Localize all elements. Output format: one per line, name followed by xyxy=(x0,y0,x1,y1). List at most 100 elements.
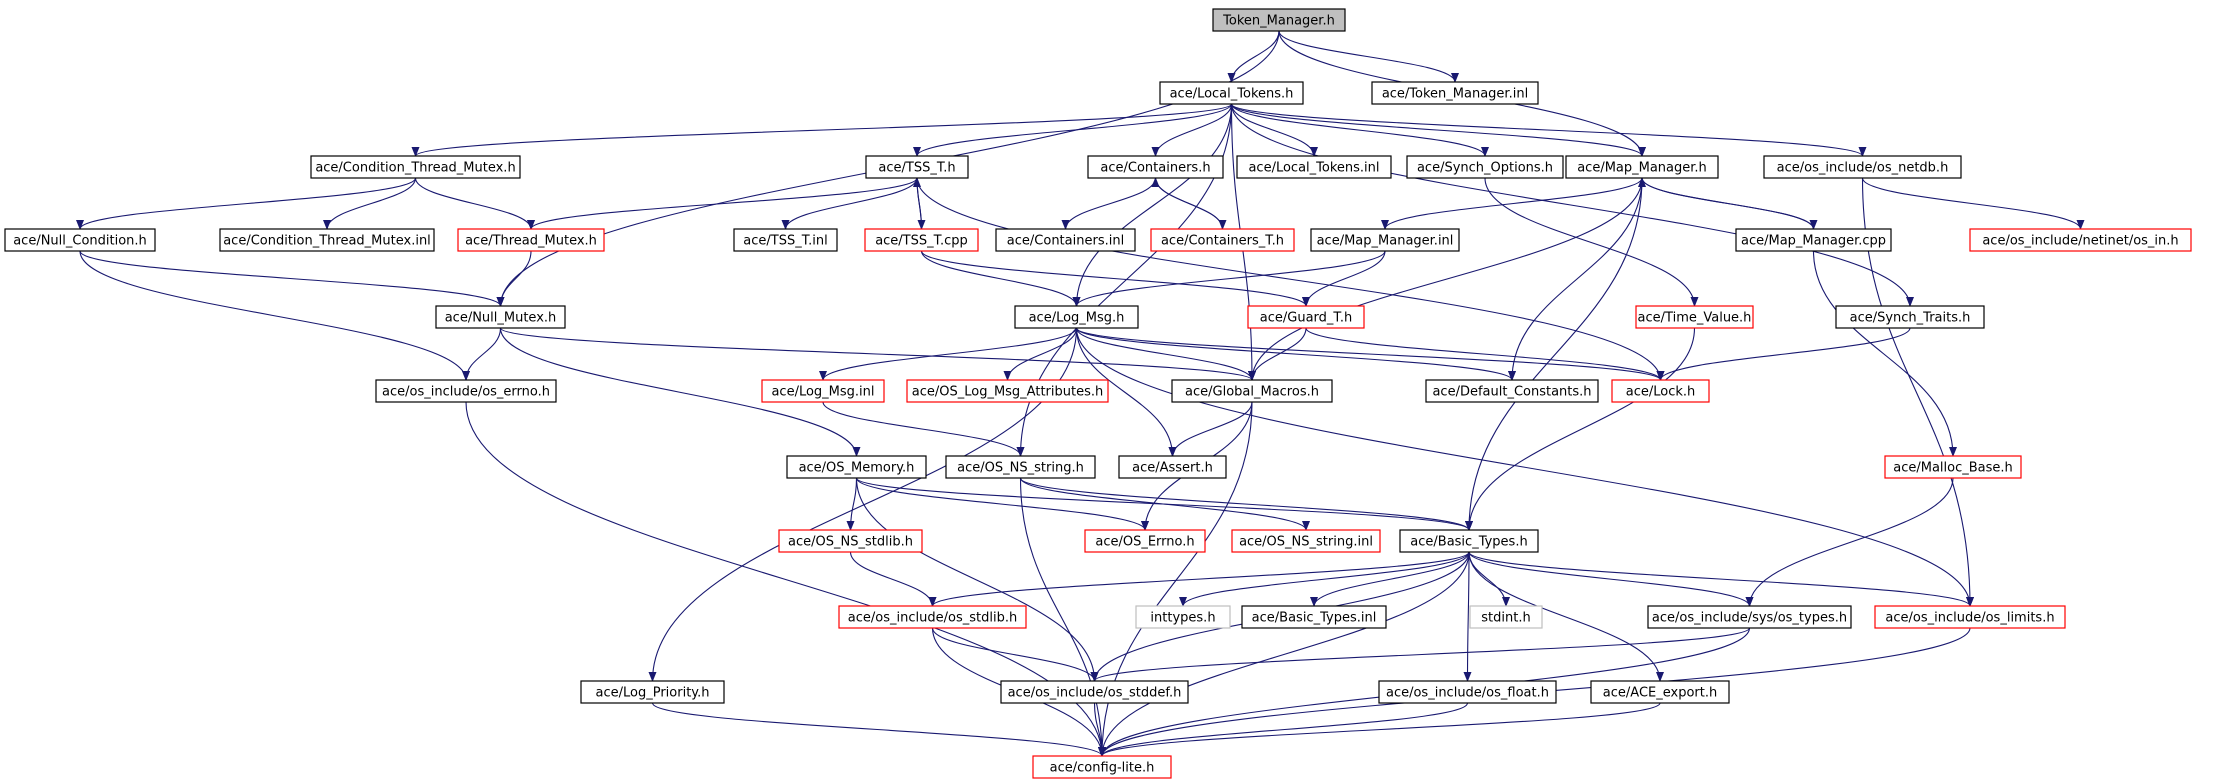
node-box[interactable] xyxy=(219,228,435,252)
node-box[interactable] xyxy=(1378,680,1557,704)
node-tss-t-inl[interactable]: ace/TSS_T.inl xyxy=(733,228,838,252)
node-os-ns-string-h[interactable]: ace/OS_NS_string.h xyxy=(945,455,1096,479)
node-local-tokens-inl[interactable]: ace/Local_Tokens.inl xyxy=(1236,155,1392,179)
node-stdint-h[interactable]: stdint.h xyxy=(1469,605,1543,629)
node-cond-thread-mutex-h[interactable]: ace/Condition_Thread_Mutex.h xyxy=(310,155,521,179)
node-malloc-base-h[interactable]: ace/Malloc_Base.h xyxy=(1884,455,2022,479)
node-box[interactable] xyxy=(1000,680,1189,704)
node-os-netdb-h[interactable]: ace/os_include/os_netdb.h xyxy=(1763,155,1962,179)
node-box[interactable] xyxy=(838,605,1027,629)
node-os-stdlib-h[interactable]: ace/os_include/os_stdlib.h xyxy=(838,605,1027,629)
node-thread-mutex-h[interactable]: ace/Thread_Mutex.h xyxy=(457,228,605,252)
node-box[interactable] xyxy=(1735,228,1892,252)
node-box[interactable] xyxy=(864,228,979,252)
node-box[interactable] xyxy=(1469,605,1543,629)
node-box[interactable] xyxy=(1406,155,1564,179)
node-box[interactable] xyxy=(1150,228,1295,252)
node-box[interactable] xyxy=(1635,305,1754,329)
node-null-mutex-h[interactable]: ace/Null_Mutex.h xyxy=(435,305,566,329)
node-box[interactable] xyxy=(1835,305,1985,329)
node-box[interactable] xyxy=(375,379,557,403)
node-netinet-in-h[interactable]: ace/os_include/netinet/os_in.h xyxy=(1969,228,2192,252)
node-map-manager-h[interactable]: ace/Map_Manager.h xyxy=(1565,155,1719,179)
node-guard-t-h[interactable]: ace/Guard_T.h xyxy=(1247,305,1365,329)
node-map-manager-inl[interactable]: ace/Map_Manager.inl xyxy=(1310,228,1460,252)
node-box[interactable] xyxy=(1135,605,1231,629)
node-log-msg-h[interactable]: ace/Log_Msg.h xyxy=(1014,305,1139,329)
node-os-errno-cap-h[interactable]: ace/OS_Errno.h xyxy=(1084,529,1206,553)
node-os-errno-h[interactable]: ace/os_include/os_errno.h xyxy=(375,379,557,403)
node-box[interactable] xyxy=(1310,228,1460,252)
node-synch-options-h[interactable]: ace/Synch_Options.h xyxy=(1406,155,1564,179)
node-box[interactable] xyxy=(786,455,927,479)
node-box[interactable] xyxy=(435,305,566,329)
node-token-manager-inl[interactable]: ace/Token_Manager.inl xyxy=(1371,81,1539,105)
node-os-limits-h[interactable]: ace/os_include/os_limits.h xyxy=(1874,605,2066,629)
node-ace-export-h[interactable]: ace/ACE_export.h xyxy=(1590,680,1730,704)
node-synch-traits-h[interactable]: ace/Synch_Traits.h xyxy=(1835,305,1985,329)
node-config-lite-h[interactable]: ace/config-lite.h xyxy=(1032,755,1172,779)
node-box[interactable] xyxy=(1171,379,1333,403)
node-os-ns-string-inl[interactable]: ace/OS_NS_string.inl xyxy=(1231,529,1381,553)
node-box[interactable] xyxy=(1611,379,1710,403)
node-box[interactable] xyxy=(1032,755,1172,779)
node-box[interactable] xyxy=(1884,455,2022,479)
node-containers-h[interactable]: ace/Containers.h xyxy=(1087,155,1224,179)
node-box[interactable] xyxy=(1236,155,1392,179)
node-os-stddef-h[interactable]: ace/os_include/os_stddef.h xyxy=(1000,680,1189,704)
node-tss-t-h[interactable]: ace/TSS_T.h xyxy=(865,155,969,179)
node-basic-types-h[interactable]: ace/Basic_Types.h xyxy=(1399,529,1539,553)
node-box[interactable] xyxy=(1371,81,1539,105)
node-global-macros-h[interactable]: ace/Global_Macros.h xyxy=(1171,379,1333,403)
node-box[interactable] xyxy=(4,228,156,252)
node-local-tokens-h[interactable]: ace/Local_Tokens.h xyxy=(1159,81,1304,105)
node-time-value-h[interactable]: ace/Time_Value.h xyxy=(1635,305,1754,329)
node-box[interactable] xyxy=(1247,305,1365,329)
node-box[interactable] xyxy=(995,228,1136,252)
node-box[interactable] xyxy=(457,228,605,252)
node-box[interactable] xyxy=(1590,680,1730,704)
node-inttypes-h[interactable]: inttypes.h xyxy=(1135,605,1231,629)
node-box[interactable] xyxy=(580,680,725,704)
node-box[interactable] xyxy=(733,228,838,252)
node-box[interactable] xyxy=(1874,605,2066,629)
node-box[interactable] xyxy=(310,155,521,179)
node-box[interactable] xyxy=(1241,605,1387,629)
node-box[interactable] xyxy=(1969,228,2192,252)
node-os-ns-stdlib-h[interactable]: ace/OS_NS_stdlib.h xyxy=(778,529,923,553)
node-box[interactable] xyxy=(1212,8,1346,32)
node-box[interactable] xyxy=(1231,529,1381,553)
node-box[interactable] xyxy=(1014,305,1139,329)
node-default-constants-h[interactable]: ace/Default_Constants.h xyxy=(1425,379,1599,403)
node-containers-inl[interactable]: ace/Containers.inl xyxy=(995,228,1136,252)
node-containers-t-h[interactable]: ace/Containers_T.h xyxy=(1150,228,1295,252)
node-log-msg-inl[interactable]: ace/Log_Msg.inl xyxy=(761,379,885,403)
node-token-manager-h[interactable]: Token_Manager.h xyxy=(1212,8,1346,32)
node-lock-h[interactable]: ace/Lock.h xyxy=(1611,379,1710,403)
node-box[interactable] xyxy=(1159,81,1304,105)
node-box[interactable] xyxy=(1565,155,1719,179)
node-assert-h[interactable]: ace/Assert.h xyxy=(1118,455,1227,479)
node-box[interactable] xyxy=(778,529,923,553)
node-box[interactable] xyxy=(865,155,969,179)
node-os-memory-h[interactable]: ace/OS_Memory.h xyxy=(786,455,927,479)
node-log-priority-h[interactable]: ace/Log_Priority.h xyxy=(580,680,725,704)
node-basic-types-inl[interactable]: ace/Basic_Types.inl xyxy=(1241,605,1387,629)
node-null-condition-h[interactable]: ace/Null_Condition.h xyxy=(4,228,156,252)
node-sys-os-types-h[interactable]: ace/os_include/sys/os_types.h xyxy=(1647,605,1852,629)
node-os-log-msg-attr-h[interactable]: ace/OS_Log_Msg_Attributes.h xyxy=(906,379,1109,403)
node-box[interactable] xyxy=(1084,529,1206,553)
node-box[interactable] xyxy=(1087,155,1224,179)
node-box[interactable] xyxy=(1399,529,1539,553)
node-box[interactable] xyxy=(1118,455,1227,479)
node-box[interactable] xyxy=(1763,155,1962,179)
node-box[interactable] xyxy=(945,455,1096,479)
node-tss-t-cpp[interactable]: ace/TSS_T.cpp xyxy=(864,228,979,252)
node-box[interactable] xyxy=(906,379,1109,403)
node-box[interactable] xyxy=(1425,379,1599,403)
node-box[interactable] xyxy=(1647,605,1852,629)
node-box[interactable] xyxy=(761,379,885,403)
node-os-float-h[interactable]: ace/os_include/os_float.h xyxy=(1378,680,1557,704)
node-cond-thread-mutex-inl[interactable]: ace/Condition_Thread_Mutex.inl xyxy=(219,228,435,252)
node-map-manager-cpp[interactable]: ace/Map_Manager.cpp xyxy=(1735,228,1892,252)
